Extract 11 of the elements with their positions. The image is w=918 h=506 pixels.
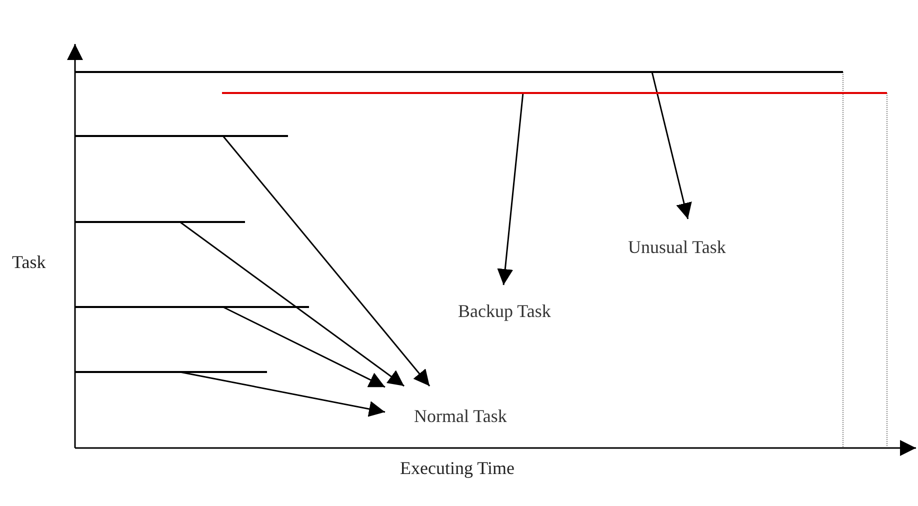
task-label: Normal Task xyxy=(414,406,507,427)
axis-title: Executing Time xyxy=(400,458,515,479)
arrow xyxy=(651,72,692,220)
arrow xyxy=(222,306,386,388)
arrow xyxy=(180,371,386,417)
arrow xyxy=(180,221,405,387)
task-label: Backup Task xyxy=(458,301,551,322)
arrow xyxy=(222,136,430,386)
axis-title: Task xyxy=(12,252,46,273)
arrow xyxy=(497,92,524,286)
task-label: Unusual Task xyxy=(628,237,726,258)
